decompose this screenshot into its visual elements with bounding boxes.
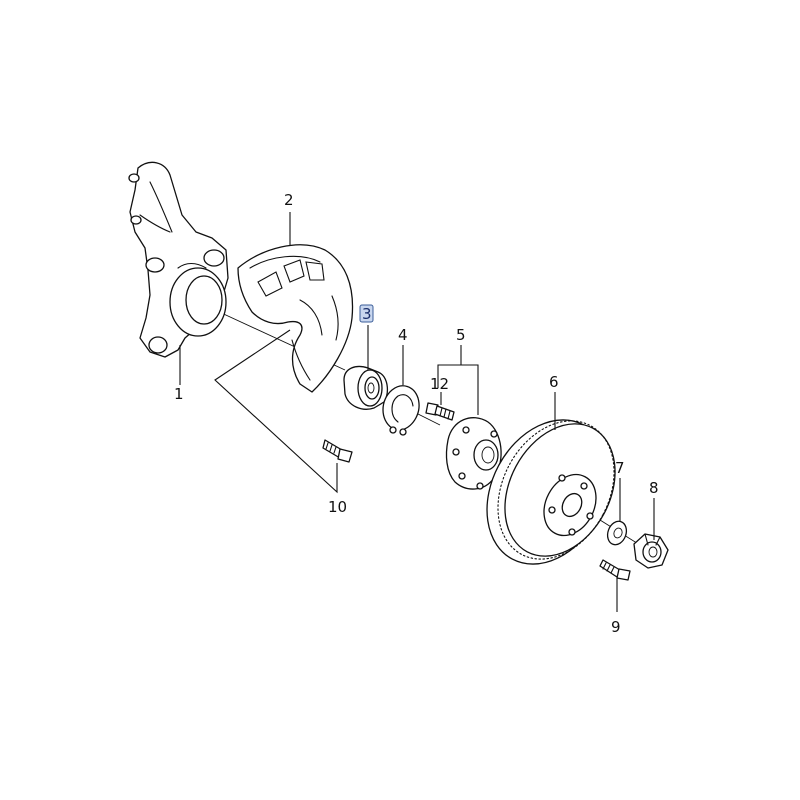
hub-bolt-part[interactable] [425, 402, 455, 421]
disc-screw-part[interactable] [599, 559, 631, 581]
callout-9[interactable]: 9 [611, 618, 621, 636]
callout-labels: 1 2 3 4 5 12 6 7 8 9 10 [174, 191, 659, 636]
callout-8[interactable]: 8 [649, 479, 659, 497]
callout-3[interactable]: 3 [362, 305, 372, 323]
dust-shield-part[interactable] [237, 244, 354, 393]
callout-2[interactable]: 2 [284, 191, 294, 209]
wheel-bearing-part[interactable] [343, 365, 389, 410]
snap-ring-part[interactable] [382, 385, 420, 436]
callout-12[interactable]: 12 [430, 375, 449, 393]
shield-bolt-part[interactable] [322, 439, 353, 463]
steering-knuckle-part[interactable] [128, 161, 229, 358]
callout-10[interactable]: 10 [328, 498, 347, 516]
callout-3-highlight-box [359, 304, 374, 323]
callout-leader-lines [179, 212, 655, 612]
callout-1[interactable]: 1 [174, 385, 184, 403]
brake-disc-part[interactable] [463, 399, 637, 586]
callout-3-selected[interactable]: 3 [359, 304, 374, 323]
hub-nut-part[interactable] [633, 533, 669, 569]
callout-5[interactable]: 5 [456, 326, 466, 344]
callout-6[interactable]: 6 [549, 373, 559, 391]
washer-part[interactable] [604, 519, 629, 548]
callout-4[interactable]: 4 [398, 326, 408, 344]
callout-7[interactable]: 7 [615, 459, 625, 477]
